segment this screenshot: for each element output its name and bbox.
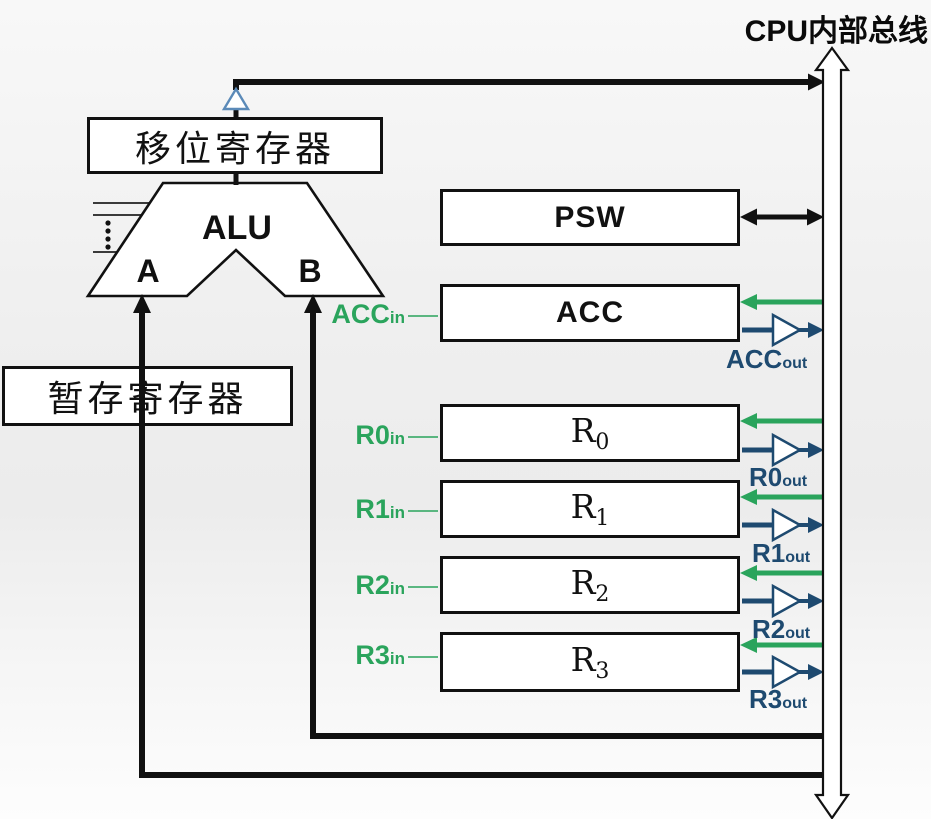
acc-out-label: ACCout [726,344,808,374]
shift-register-output-buffer-icon [221,86,251,111]
temp-register-label: 暂存寄存器 [47,379,248,419]
acc-out-arrow [742,312,824,348]
acc-label: ACC [556,296,624,329]
r2-out-arrow [742,583,824,619]
r2-out-label: R2out [752,614,811,644]
shift-register-box: 移位寄存器 [87,117,383,174]
r3-out-arrow [742,654,824,690]
acc-register-box: ACC [440,284,740,342]
alu-control-lines [93,202,150,253]
r1-label: R1 [570,487,610,531]
r0-out-label: R0out [749,462,808,492]
r1-in-label: R1in [355,494,405,524]
r2-register-box: R2 [440,556,740,614]
r0-in-label: R0in [355,420,405,450]
alu-input-b-arrowhead [304,294,322,313]
r1-register-box: R1 [440,480,740,538]
shift-register-output-arrowhead [808,73,825,91]
ellipsis-dot [105,220,111,226]
cpu-internal-bus [813,46,851,819]
acc-in-arrow [740,294,823,310]
ellipsis-dot [105,236,111,242]
r2-in-label: R2in [355,570,405,600]
r1-out-label: R1out [752,538,811,568]
r2-label: R2 [570,563,610,607]
temp-register-box: 暂存寄存器 [2,366,293,426]
r3-out-label: R3out [749,684,808,714]
psw-register-box: PSW [440,189,740,246]
r0-label: R0 [570,411,610,455]
ellipsis-dot [105,228,111,234]
alu-input-a-label: A [136,253,160,289]
r3-in-label: R3in [355,640,405,670]
r3-register-box: R3 [440,632,740,692]
r1-out-arrow [742,507,824,543]
shift-register-output-line [233,79,809,90]
acc-in-label: ACCin [331,299,405,329]
ellipsis-dot [105,244,111,250]
alu-input-a-arrowhead [133,294,151,313]
r0-register-box: R0 [440,404,740,462]
alu-label: ALU [202,209,272,247]
r0-out-arrow [742,432,824,468]
r0-in-arrow [740,413,823,429]
psw-bus-arrow [740,208,824,226]
bus-title: CPU内部总线 [744,15,928,48]
shift-register-label: 移位寄存器 [134,128,335,169]
r3-label: R3 [570,640,610,684]
psw-label: PSW [554,200,626,234]
alu-input-b-label: B [298,253,322,289]
